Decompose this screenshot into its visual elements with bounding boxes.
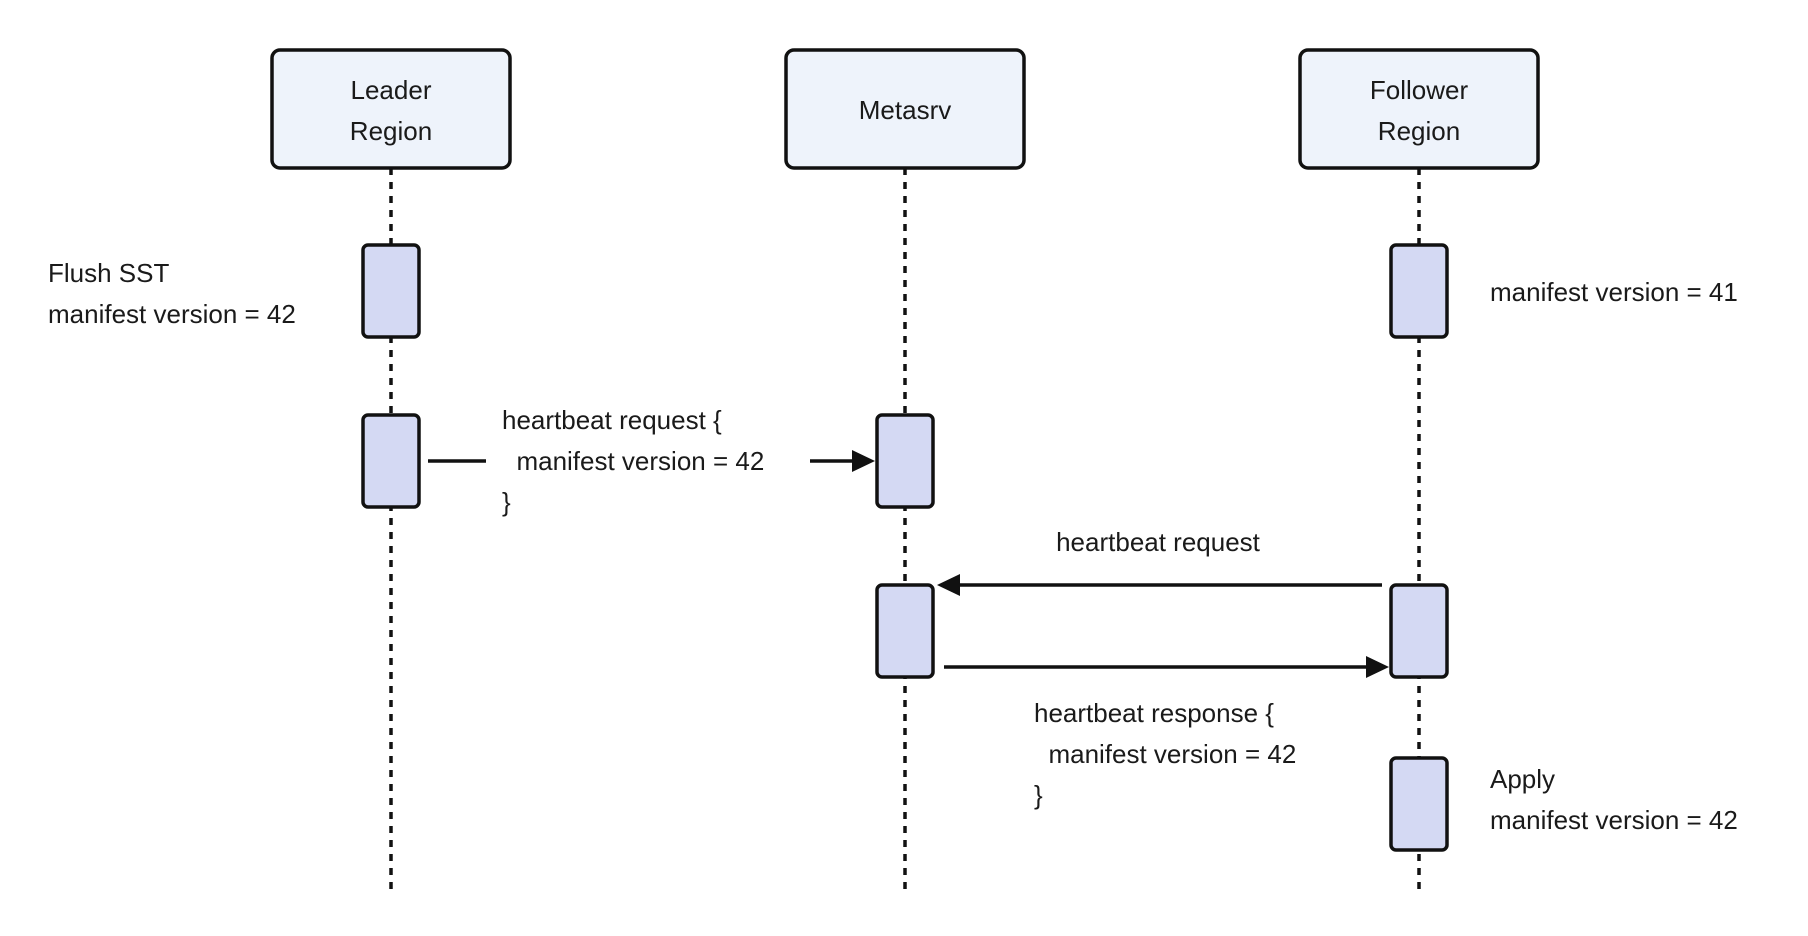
note-leader-flush-line1: Flush SST [48, 258, 169, 288]
leader-activation-heartbeat [361, 413, 421, 509]
metasrv-activation-receive [875, 413, 935, 509]
message-leader-heartbeat-line2: manifest version = 42 [502, 446, 764, 476]
participant-follower-line2: Region [1378, 116, 1460, 146]
message-metasrv-response-line2: manifest version = 42 [1034, 739, 1296, 769]
message-leader-heartbeat-line3: } [502, 487, 511, 517]
message-follower-heartbeat-label: heartbeat request [1056, 527, 1261, 557]
participant-follower-region: Follower Region [1298, 48, 1540, 170]
leader-activation-flush [361, 243, 421, 339]
participant-follower-line1: Follower [1370, 75, 1469, 105]
note-follower-apply-line1: Apply [1490, 764, 1555, 794]
arrowhead-right-icon [1366, 656, 1389, 678]
participant-leader-line1: Leader [351, 75, 432, 105]
message-metasrv-response-line1: heartbeat response { [1034, 698, 1274, 728]
participant-metasrv-label: Metasrv [859, 95, 951, 125]
follower-activation-initial [1389, 243, 1449, 339]
message-leader-heartbeat-line1: heartbeat request { [502, 405, 722, 435]
arrowhead-right-icon [852, 450, 875, 472]
note-follower-apply-line2: manifest version = 42 [1490, 805, 1738, 835]
message-metasrv-response: heartbeat response { manifest version = … [944, 656, 1389, 810]
message-follower-heartbeat: heartbeat request [937, 527, 1382, 596]
follower-activation-apply [1389, 756, 1449, 852]
metasrv-activation-respond [875, 583, 935, 679]
arrowhead-left-icon [937, 574, 960, 596]
participant-metasrv: Metasrv [784, 48, 1026, 170]
note-leader-flush: Flush SST manifest version = 42 [48, 258, 296, 329]
note-follower-apply: Apply manifest version = 42 [1490, 764, 1738, 835]
participant-leader-region: Leader Region [270, 48, 512, 170]
follower-activation-heartbeat [1389, 583, 1449, 679]
note-leader-flush-line2: manifest version = 42 [48, 299, 296, 329]
message-metasrv-response-line3: } [1034, 780, 1043, 810]
message-leader-heartbeat: heartbeat request { manifest version = 4… [428, 405, 875, 517]
note-follower-initial-version: manifest version = 41 [1490, 277, 1738, 307]
participant-leader-line2: Region [350, 116, 432, 146]
